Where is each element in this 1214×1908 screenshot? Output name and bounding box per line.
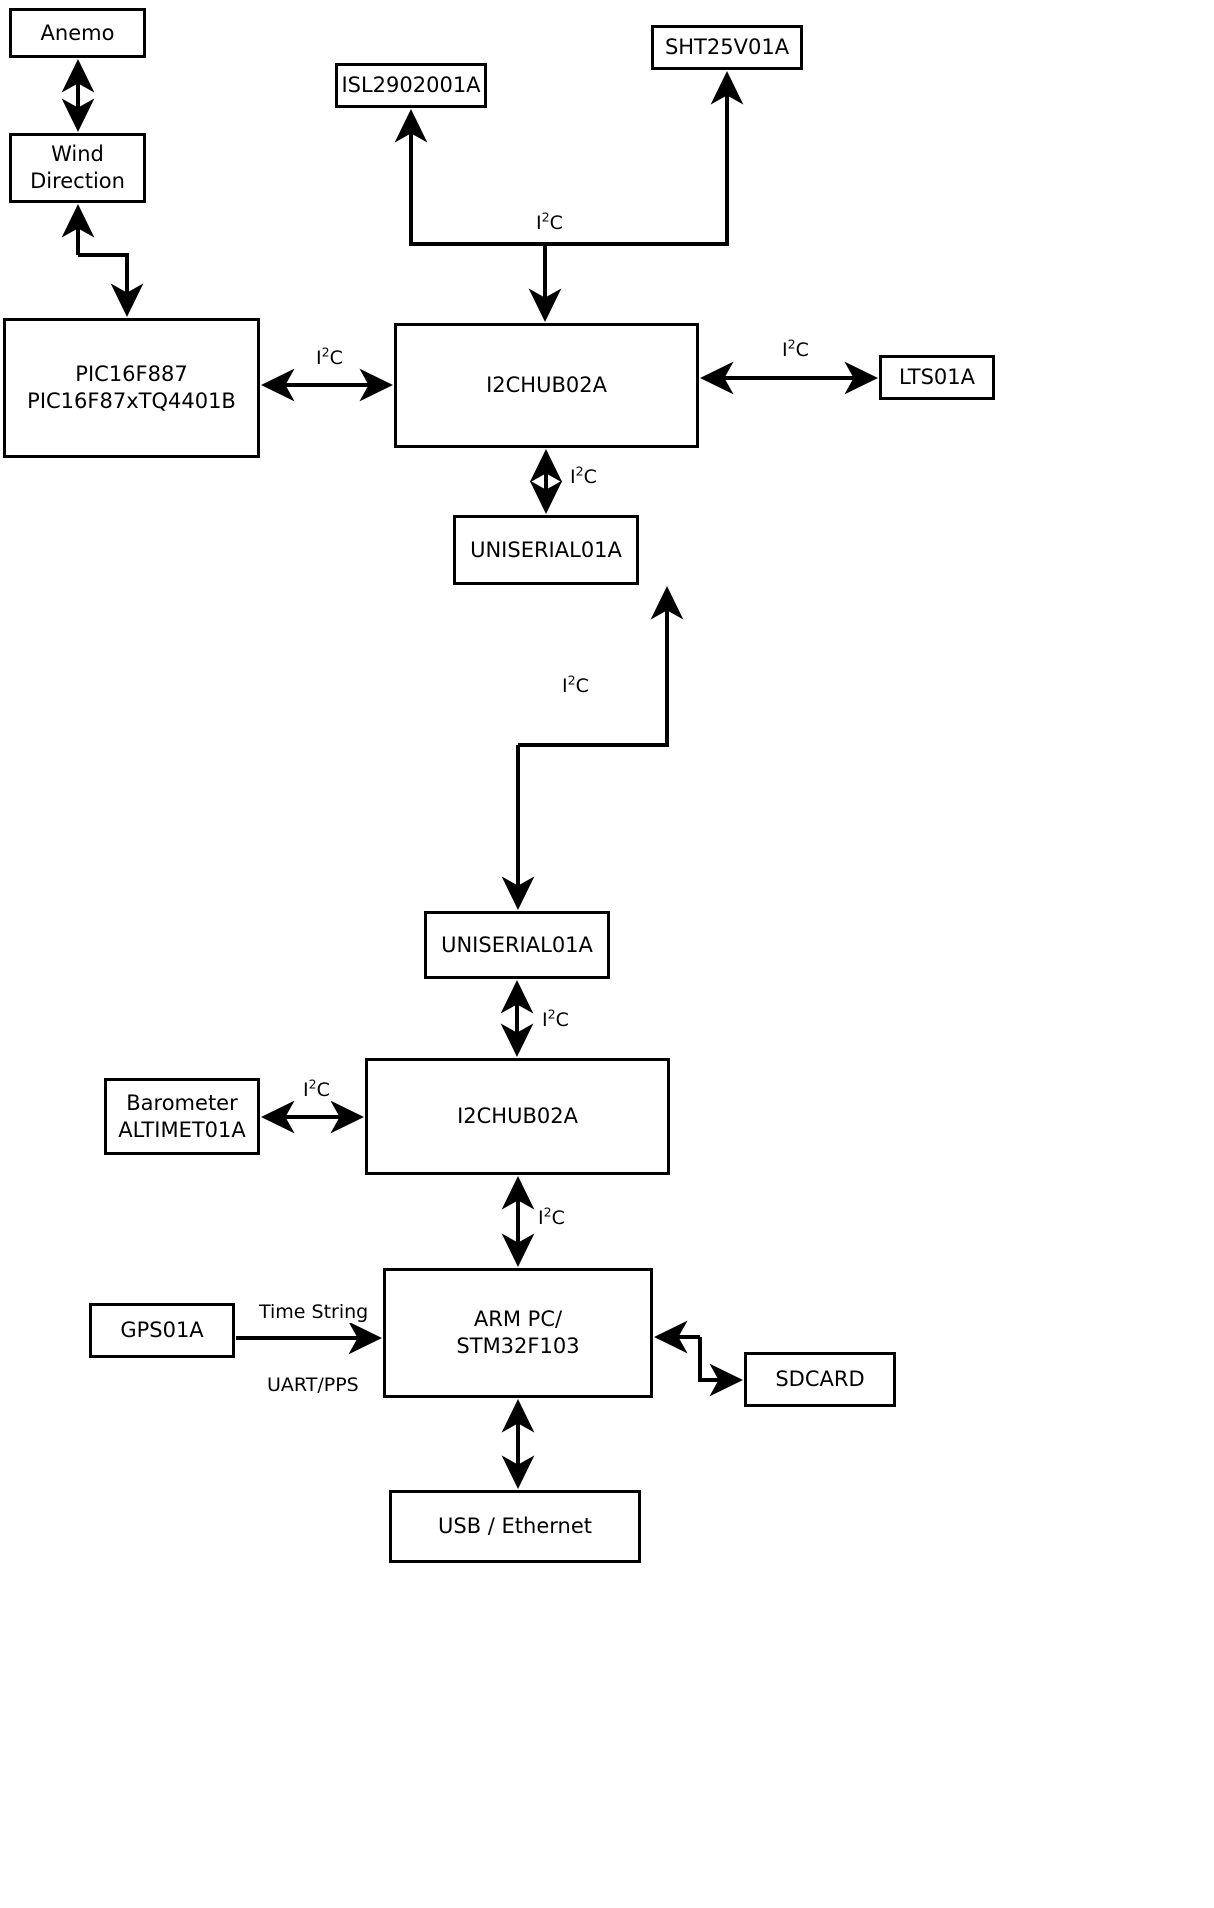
node-sdcard[interactable]: SDCARD bbox=[744, 1352, 896, 1407]
node-usb-ethernet[interactable]: USB / Ethernet bbox=[389, 1490, 641, 1563]
edge-label-i2c-hubtop-uniserial-upper: I2C bbox=[567, 465, 600, 488]
node-uniserial01a-upper[interactable]: UNISERIAL01A bbox=[453, 515, 639, 585]
edge-label-i2c-uniserial-lower-hubbottom: I2C bbox=[539, 1008, 572, 1031]
edge-label-i2c-hubtop-lts01a: I2C bbox=[779, 338, 812, 361]
node-sht25v01a[interactable]: SHT25V01A bbox=[651, 25, 803, 70]
edge-label-uart-pps: UART/PPS bbox=[264, 1374, 362, 1396]
edge-label-i2c-barometer-hubbottom: I2C bbox=[300, 1078, 333, 1101]
node-lts01a[interactable]: LTS01A bbox=[879, 355, 995, 400]
node-anemo[interactable]: Anemo bbox=[9, 8, 146, 58]
node-barometer-altimet01a[interactable]: Barometer ALTIMET01A bbox=[104, 1078, 260, 1155]
edge-label-i2c-hubbottom-arm: I2C bbox=[535, 1206, 568, 1229]
edge-label-i2c-hubtop-bus: I2C bbox=[533, 211, 566, 234]
connector-arm-sdcard bbox=[654, 1320, 743, 1397]
edge-label-i2c-pic-hubtop: I2C bbox=[313, 346, 346, 369]
node-wind-direction[interactable]: Wind Direction bbox=[9, 133, 146, 203]
edge-label-time-string: Time String bbox=[256, 1301, 372, 1323]
connector-hubtop-isl-sht bbox=[394, 71, 744, 318]
node-uniserial01a-lower[interactable]: UNISERIAL01A bbox=[424, 911, 610, 979]
node-arm-pc-stm32f103[interactable]: ARM PC/ STM32F103 bbox=[383, 1268, 653, 1398]
node-isl2902001a[interactable]: ISL2902001A bbox=[335, 63, 487, 108]
connector-uniserial-up-down bbox=[501, 586, 684, 910]
edge-label-i2c-uniserial-uniserial: I2C bbox=[559, 674, 592, 697]
node-i2chub02a-top[interactable]: I2CHUB02A bbox=[394, 323, 699, 448]
node-pic16f887[interactable]: PIC16F887 PIC16F87xTQ4401B bbox=[3, 318, 260, 458]
connector-pic-wind bbox=[61, 204, 144, 317]
node-gps01a[interactable]: GPS01A bbox=[89, 1303, 235, 1358]
node-i2chub02a-bottom[interactable]: I2CHUB02A bbox=[365, 1058, 670, 1175]
